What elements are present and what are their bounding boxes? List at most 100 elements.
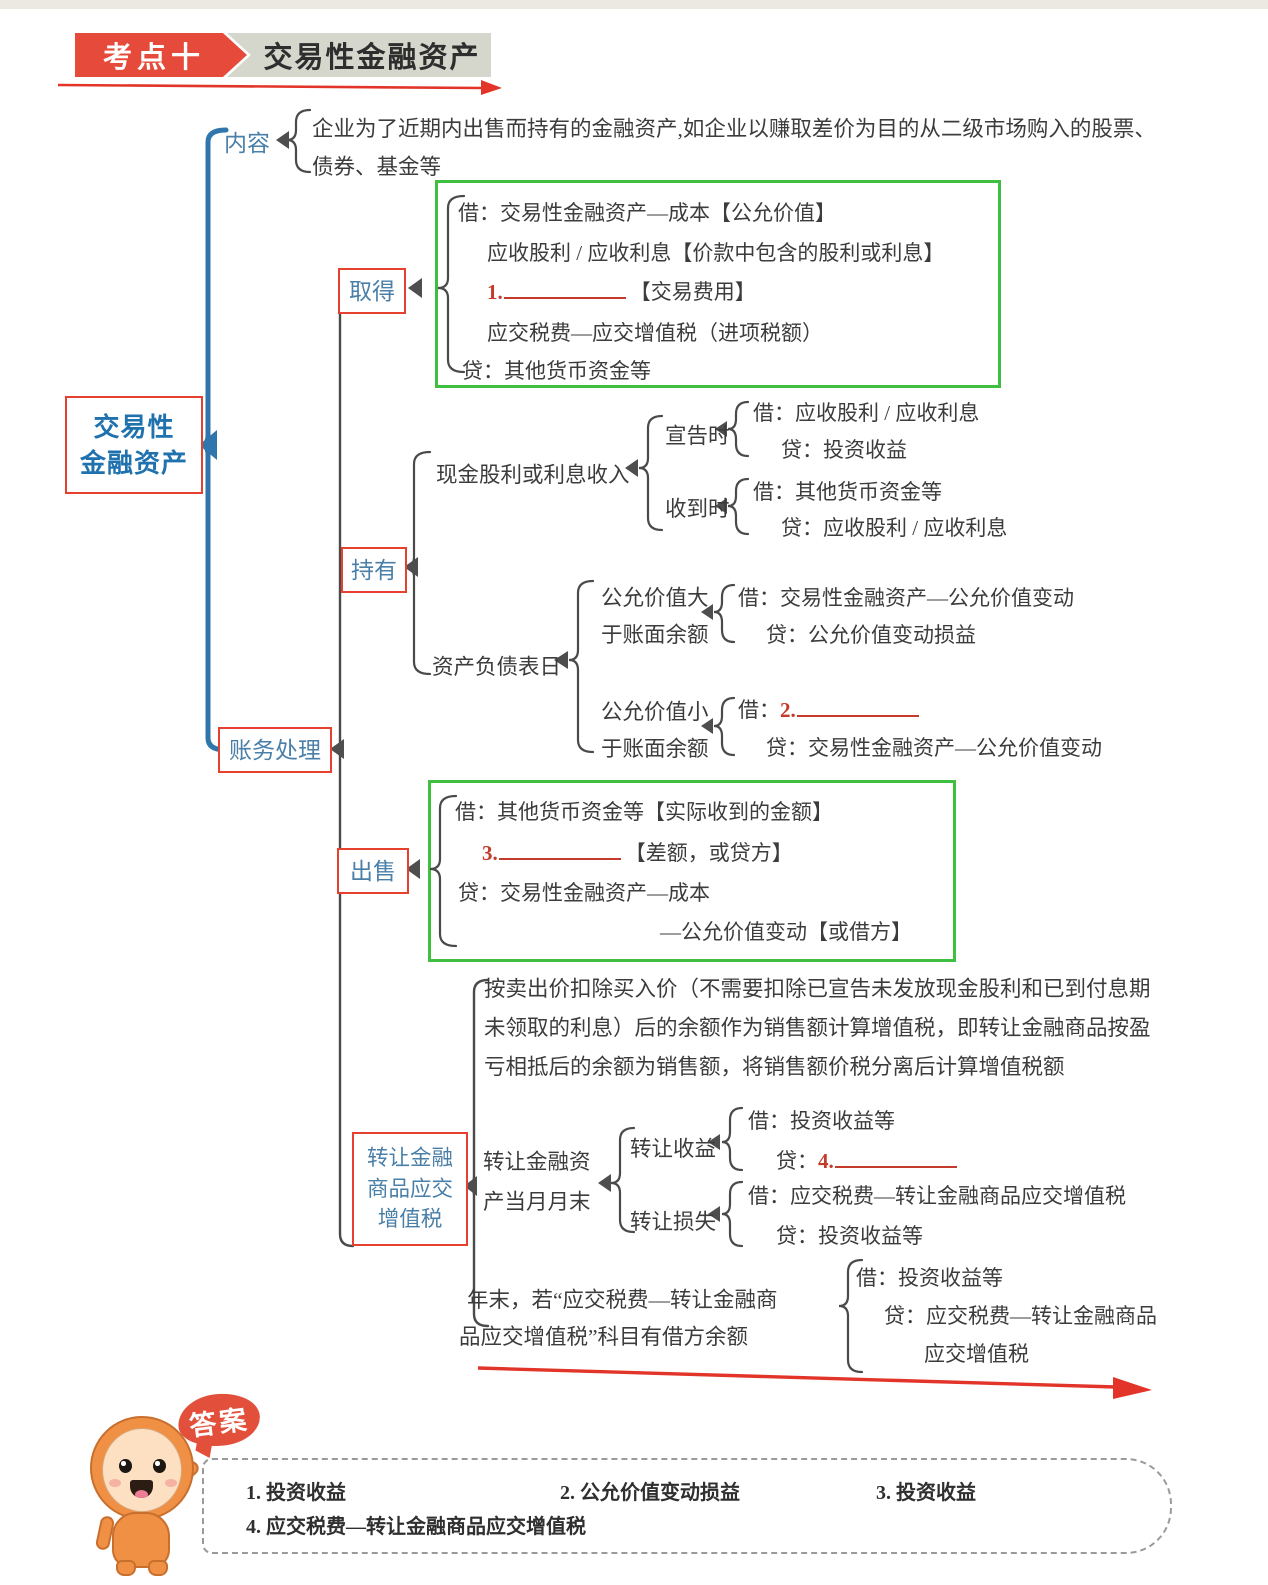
page-title-label: 交易性金融资产 (263, 42, 481, 74)
declare-debit: 借：应收股利 / 应收利息 (753, 401, 980, 425)
mascot-leg-right (148, 1560, 168, 1576)
holding-dividend-label: 现金股利或利息收入 (436, 463, 630, 487)
sale-journal-box (428, 780, 956, 962)
vat-monthly-label2: 产当月月末 (483, 1190, 591, 1214)
pointer-triangle-icon (408, 278, 422, 298)
node-acquisition-text: 取得 (349, 277, 395, 304)
declare-label: 宣告时 (665, 424, 730, 448)
branch-content-label: 内容 (224, 130, 270, 156)
brace-connector (727, 400, 750, 458)
branch-accounting-text: 账务处理 (229, 736, 321, 763)
vat-yearend-line1: 年末，若“应交税费—转让金融商 (467, 1288, 778, 1312)
blank-2-number: 2. (780, 698, 796, 722)
vat-monthly-label1: 转让金融资 (483, 1150, 591, 1174)
brace-connector (721, 1106, 744, 1172)
receive-debit: 借：其他货币资金等 (753, 480, 942, 504)
fv-down-debit-prefix: 借： (738, 698, 780, 722)
node-sale: 出售 (337, 848, 409, 894)
lesson-badge: 考点十 (75, 33, 247, 77)
answer-4: 4. 应交税费—转让金融商品应交增值税 (246, 1516, 586, 1538)
mascot-face (102, 1428, 182, 1512)
brace-connector (286, 108, 312, 174)
acq-blank-row: 1.【交易费用】 (487, 276, 756, 306)
balance-date-label: 资产负债表日 (432, 655, 562, 679)
pointer-triangle-icon (276, 131, 289, 149)
brace-connector (713, 583, 736, 644)
blank-1-underline (503, 283, 626, 299)
answer-1: 1. 投资收益 (246, 1482, 346, 1504)
pointer-triangle-icon (701, 604, 713, 620)
pointer-triangle-icon (554, 651, 568, 669)
pointer-triangle-icon (330, 739, 344, 759)
vat-note-line2: 未领取的利息）后的余额作为销售额计算增值税，即转让金融商品按盈 (484, 1016, 1151, 1040)
node-vat-line1: 转让金融 (366, 1146, 453, 1171)
fv-up-label1: 公允价值大 (601, 586, 709, 610)
node-vat-line2: 商品应交 (366, 1176, 453, 1201)
answer-3: 3. 投资收益 (876, 1482, 976, 1504)
page-title: 交易性金融资产 (227, 33, 491, 77)
pointer-triangle-icon (715, 498, 727, 514)
brace-connector (721, 1180, 744, 1248)
receive-credit: 贷：应收股利 / 应收利息 (781, 516, 1008, 540)
branch-accounting-label: 账务处理 (218, 727, 332, 773)
header-underline (57, 83, 484, 90)
brace-connector (838, 1258, 864, 1374)
header-underline-arrowhead-icon (481, 80, 502, 95)
mascot-mouth (130, 1480, 153, 1498)
node-sale-text: 出售 (350, 857, 396, 884)
root-node-line1: 交易性 (93, 411, 175, 442)
pointer-triangle-icon (406, 859, 420, 879)
declare-credit: 贷：投资收益 (781, 438, 907, 462)
mascot-blush-left (109, 1479, 121, 1487)
vat-loss-label: 转让损失 (630, 1210, 717, 1234)
node-holding: 持有 (341, 547, 407, 593)
sale-blank-row: 3. 【差额，或贷方】 (482, 837, 793, 867)
vat-gain-credit-prefix: 贷： (776, 1149, 818, 1173)
fv-down-credit: 贷：交易性金融资产—公允价值变动 (766, 736, 1102, 760)
pointer-triangle-icon (715, 421, 727, 437)
mascot-leg-left (116, 1560, 136, 1576)
pointer-triangle-icon (708, 1206, 720, 1222)
pointer-triangle-icon (598, 1174, 611, 1192)
node-vat-line3: 增值税 (377, 1207, 443, 1232)
brace-connector (568, 579, 595, 754)
vat-yearend-credit1: 贷：应交税费—转让金融商品 (884, 1304, 1157, 1328)
sale-debit-cash: 借：其他货币资金等【实际收到的金额】 (455, 800, 833, 824)
pointer-triangle-icon (199, 430, 217, 460)
sale-credit-fv: —公允价值变动【或借方】 (660, 920, 912, 944)
lesson-badge-label: 考点十 (102, 42, 205, 74)
answer-bubble-text: 答案 (187, 1403, 251, 1442)
sale-credit-cost: 贷：交易性金融资产—成本 (458, 881, 710, 905)
acq-debit-tax: 应交税费—应交增值税（进项税额） (487, 321, 823, 345)
bottom-red-arrowhead-icon (1113, 1377, 1152, 1399)
root-node: 交易性 金融资产 (65, 396, 203, 494)
receive-label: 收到时 (665, 497, 730, 521)
mascot-blush-right (165, 1479, 177, 1487)
fv-up-label2: 于账面余额 (601, 623, 709, 647)
blank-3-number: 3. (482, 841, 498, 865)
brace-connector (437, 194, 466, 374)
brace-connector (429, 794, 458, 948)
acquisition-journal-box (435, 180, 1001, 388)
page-edge-artifact (0, 0, 1268, 9)
content-text-line1: 企业为了近期内出售而持有的金融资产,如企业以赚取差价为目的从二级市场购入的股票、 (312, 117, 1156, 141)
bottom-red-arrow (477, 1366, 1117, 1389)
vat-gain-label: 转让收益 (630, 1137, 717, 1161)
mascot-eye-left (119, 1459, 132, 1473)
pointer-triangle-icon (708, 1134, 720, 1150)
mascot-body (112, 1512, 170, 1568)
fv-down-label2: 于账面余额 (601, 737, 709, 761)
brace-connector (727, 477, 750, 536)
sale-blank-suffix: 【差额，或贷方】 (624, 841, 793, 865)
node-vat: 转让金融 商品应交 增值税 (352, 1132, 468, 1246)
fv-up-debit: 借：交易性金融资产—公允价值变动 (738, 586, 1074, 610)
mascot-eye-right (153, 1459, 166, 1473)
brace-connector (713, 696, 736, 757)
fv-down-label1: 公允价值小 (601, 700, 709, 724)
vat-yearend-credit2: 应交增值税 (924, 1342, 1029, 1366)
brace-connector (338, 280, 355, 1248)
acq-debit-cost: 借：交易性金融资产—成本【公允价值】 (458, 201, 836, 225)
fv-up-credit: 贷：公允价值变动损益 (766, 623, 976, 647)
